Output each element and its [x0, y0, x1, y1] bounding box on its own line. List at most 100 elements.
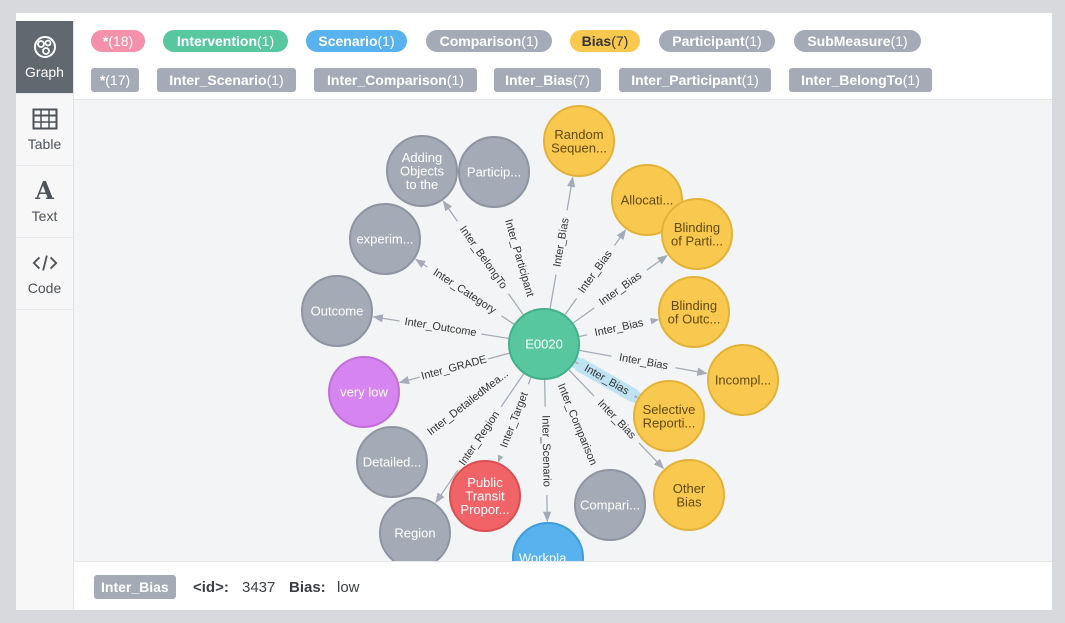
tab-graph[interactable]: Graph	[16, 21, 73, 94]
node-selective-reporti[interactable]: SelectiveReporti...	[633, 380, 705, 452]
rel-type-inter-scenario[interactable]: Inter_Scenario(1)	[157, 68, 296, 92]
edge-inter-outcome[interactable]: Inter_Outcome	[372, 314, 509, 341]
node-outcome[interactable]: Outcome	[301, 275, 373, 347]
rel-type-inter-bias[interactable]: Inter_Bias(7)	[494, 68, 601, 92]
node-label-submeasure[interactable]: SubMeasure(1)	[794, 30, 921, 52]
node-caption: E0020	[525, 337, 563, 352]
node-circle	[512, 522, 584, 561]
edge-inter-scenario[interactable]: Inter_Scenario	[538, 379, 554, 523]
node-label-bias[interactable]: Bias(7)	[570, 30, 640, 52]
node-label-scenario[interactable]: Scenario(1)	[306, 30, 407, 52]
edge-label-bg	[574, 357, 639, 403]
node-circle	[458, 136, 530, 208]
top-strip	[16, 13, 1052, 21]
node-label-comparison[interactable]: Comparison(1)	[426, 30, 552, 52]
code-icon	[32, 250, 58, 276]
node-circle	[633, 380, 705, 452]
id-key: <id>:	[193, 579, 229, 596]
relationship-types-row: *(17) Inter_Scenario(1) Inter_Comparison…	[74, 67, 1052, 97]
edge-label-bg	[549, 209, 574, 276]
edge-label: Inter_Target	[498, 390, 530, 449]
edge-label-bg	[452, 402, 507, 475]
node-circle	[328, 356, 400, 428]
property-key: Bias:	[289, 579, 326, 596]
node-circle	[611, 164, 683, 236]
node-random-sequen[interactable]: RandomSequen...	[543, 105, 615, 177]
tab-text-label: Text	[31, 208, 58, 224]
edge-label-bg	[414, 359, 522, 447]
node-circle	[661, 198, 733, 270]
edge-inter-bias[interactable]: Inter_Bias	[579, 314, 659, 342]
node-circle	[707, 344, 779, 416]
node-caption: of Parti...	[671, 233, 723, 248]
node-caption: Reporti...	[643, 415, 696, 430]
edge-label-bg	[417, 352, 491, 384]
node-circle	[356, 426, 428, 498]
node-caption: Propor...	[460, 502, 509, 517]
tab-table[interactable]: Table	[16, 93, 73, 166]
node-label-all[interactable]: *(18)	[91, 30, 145, 52]
node-caption: experim...	[356, 232, 413, 247]
edge-label: Inter_Outcome	[404, 316, 478, 339]
edge-label-bg	[423, 261, 506, 322]
node-caption: Random	[554, 127, 603, 142]
edge-inter-comparison[interactable]: Inter_Comparison	[551, 375, 603, 474]
node-compari[interactable]: Compari...	[574, 469, 646, 541]
node-caption: Compari...	[580, 498, 640, 513]
legend-header: *(18) Intervention(1) Scenario(1) Compar…	[74, 21, 1052, 100]
node-center-e0020[interactable]: E0020	[508, 308, 580, 380]
node-circle	[386, 135, 458, 207]
edge-label: Inter_Bias	[594, 317, 645, 339]
node-caption: of Outc...	[668, 311, 721, 326]
node-caption: Bias	[676, 494, 702, 509]
node-label-participant[interactable]: Participant(1)	[659, 30, 775, 52]
edge-inter-bias[interactable]: Inter_Bias	[549, 176, 576, 309]
rel-type-inter-comparison[interactable]: Inter_Comparison(1)	[314, 68, 477, 92]
tab-table-label: Table	[27, 136, 62, 152]
node-region[interactable]: Region	[379, 497, 451, 561]
node-detailed[interactable]: Detailed...	[356, 426, 428, 498]
tab-text[interactable]: A Text	[16, 165, 73, 238]
edge-label-bg	[585, 314, 653, 342]
edge-label-bg	[570, 241, 621, 303]
node-public-transit-propor[interactable]: PublicTransitPropor...	[449, 460, 521, 532]
edge-label-bg	[588, 391, 645, 448]
edge-label-bg	[398, 314, 483, 341]
node-caption: Public	[467, 475, 503, 490]
node-experim[interactable]: experim...	[349, 203, 421, 275]
edge-label: Inter_Scenario	[539, 415, 552, 487]
node-caption: very low	[340, 385, 388, 400]
node-caption: Outcome	[311, 304, 364, 319]
rel-type-inter-belongto[interactable]: Inter_BelongTo(1)	[789, 68, 932, 92]
edge-label-bg	[451, 217, 515, 298]
edge-label-bg	[590, 264, 651, 314]
node-incompl[interactable]: Incompl...	[707, 344, 779, 416]
edge-label-bg	[538, 406, 554, 496]
node-caption: Sequen...	[551, 140, 607, 155]
node-allocati[interactable]: Allocati...	[611, 164, 683, 236]
selected-type-tag[interactable]: Inter_Bias	[94, 575, 176, 599]
edge-label: Inter_Bias	[551, 217, 571, 268]
edge-label-bg	[551, 375, 603, 474]
node-caption: Detailed...	[363, 455, 422, 470]
node-caption: Transit	[465, 489, 505, 504]
rel-type-inter-participant[interactable]: Inter_Participant(1)	[619, 68, 771, 92]
node-label-intervention[interactable]: Intervention(1)	[163, 30, 288, 52]
node-caption: Allocati...	[621, 193, 674, 208]
edge-label: Inter_BelongTo	[457, 224, 509, 291]
node-workpla[interactable]: Workpla...	[512, 522, 584, 561]
node-circle	[301, 275, 373, 347]
rel-type-all[interactable]: *(17)	[91, 68, 139, 92]
graph-result-frame: Graph Table A Text	[16, 13, 1052, 610]
node-very-low[interactable]: very low	[328, 356, 400, 428]
node-caption: Selective	[643, 402, 696, 417]
node-particip[interactable]: Particip...	[458, 136, 530, 208]
tab-code[interactable]: Code	[16, 237, 73, 310]
node-circle	[349, 203, 421, 275]
